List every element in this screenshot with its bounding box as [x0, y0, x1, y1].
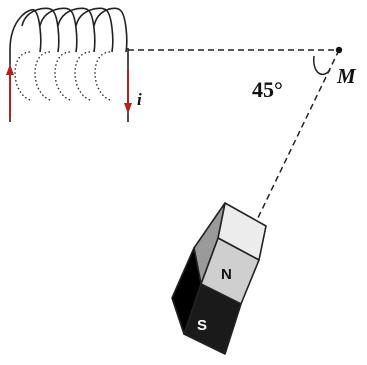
- angle-arc: [313, 55, 331, 76]
- current-arrows: [6, 64, 132, 118]
- point-m-label: M: [336, 64, 357, 88]
- angle-label: 45°: [252, 77, 283, 102]
- right-current-arrowhead: [124, 103, 132, 114]
- coil-back-turns: [14, 51, 111, 101]
- south-pole-label: S: [197, 317, 207, 334]
- magnet-direction-dashed-line: [254, 49, 340, 225]
- point-m-dot: [335, 46, 343, 54]
- solenoid-coil: [9, 7, 129, 122]
- bar-magnet: [171, 202, 267, 355]
- coil-front-turns: [9, 7, 128, 53]
- left-current-arrowhead: [6, 64, 14, 75]
- magnet-south-left-side: [171, 247, 202, 335]
- current-label: i: [137, 90, 142, 109]
- north-pole-label: N: [221, 266, 232, 283]
